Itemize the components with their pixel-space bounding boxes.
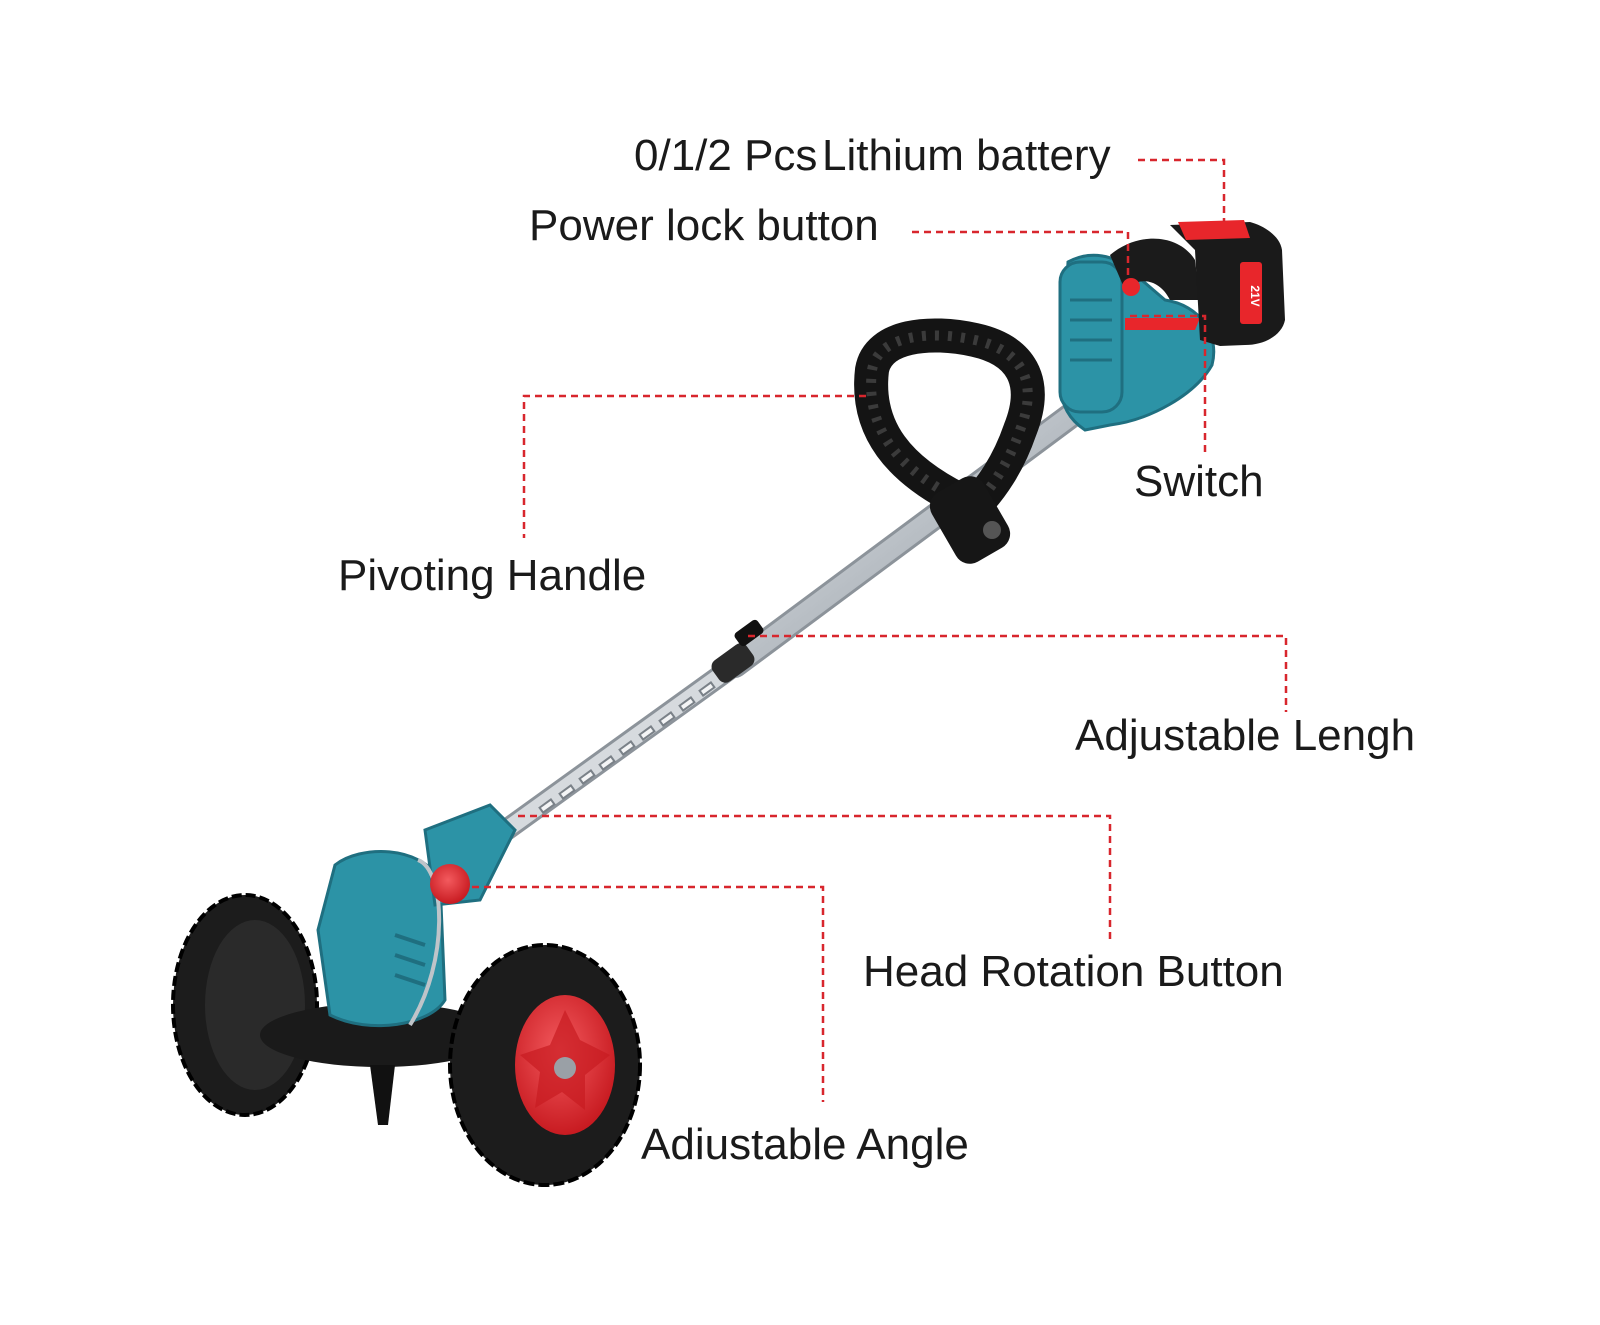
pivoting-handle-leader — [522, 394, 866, 538]
battery-leader — [1138, 158, 1226, 222]
switch-label: Switch — [1134, 457, 1264, 506]
adjustable-length-leader — [748, 634, 1288, 712]
battery-quantity-label: 0/1/2 Pcs — [634, 131, 818, 180]
left-wheel — [171, 893, 319, 1117]
motor-handle-housing — [1058, 238, 1216, 432]
power-lock-button-icon — [1122, 278, 1140, 296]
power-lock-leader — [912, 230, 1130, 280]
battery-voltage-marking: 21V — [1248, 285, 1262, 306]
battery-pack: 21V — [1170, 220, 1285, 346]
power-lock-button-label: Power lock button — [529, 201, 879, 250]
switch-trigger-icon — [1125, 318, 1200, 330]
adjustable-angle-leader — [472, 885, 825, 1102]
adjustable-angle-label: Adiustable Angle — [641, 1120, 969, 1169]
pivoting-handle-label: Pivoting Handle — [338, 551, 647, 600]
adjustable-length-label: Adjustable Lengh — [1075, 711, 1416, 760]
head-rotation-button-icon — [430, 864, 470, 904]
switch-leader — [1130, 314, 1207, 455]
head-rotation-button-label: Head Rotation Button — [863, 947, 1284, 996]
pivoting-handle — [854, 318, 1045, 564]
right-wheel — [448, 943, 642, 1187]
lithium-battery-label: Lithium battery — [822, 131, 1111, 180]
leader-lines — [472, 158, 1288, 1102]
head-rotation-leader — [518, 814, 1112, 940]
trimmer-head — [260, 803, 517, 1125]
